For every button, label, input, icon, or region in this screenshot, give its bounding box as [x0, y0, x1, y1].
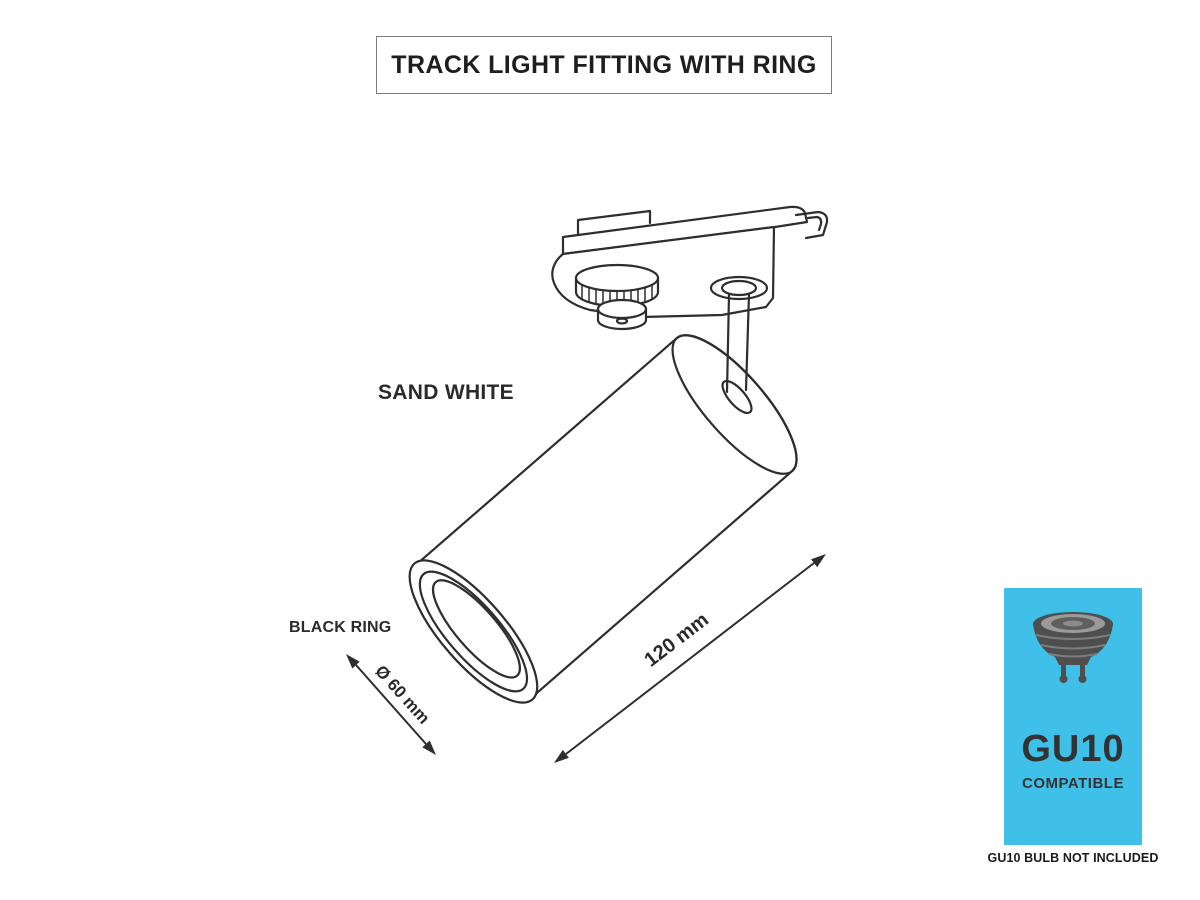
- stem: [725, 292, 751, 394]
- adapter-contact-tab: [576, 209, 652, 236]
- bulb-not-included-note: GU10 BULB NOT INCLUDED: [987, 851, 1159, 865]
- front-ring-outline: [408, 559, 539, 704]
- spotlight-cylinder: [408, 334, 798, 704]
- badge-model-text: GU10: [1021, 728, 1125, 770]
- gu10-bulb-icon: [1033, 612, 1113, 683]
- stem-collar: [709, 275, 769, 301]
- page-title: TRACK LIGHT FITTING WITH RING: [391, 50, 817, 79]
- diameter-dimension-arrow: [346, 654, 436, 755]
- badge-compatible-text: COMPATIBLE: [1022, 775, 1124, 792]
- track-adapter: [551, 205, 829, 331]
- gu10-badge: GU10 COMPATIBLE: [1004, 588, 1142, 845]
- black-ring-label: BLACK RING: [289, 619, 392, 636]
- length-dimension-arrow: [554, 554, 826, 763]
- stem-joint: [721, 379, 753, 415]
- adapter-plate: [561, 205, 809, 256]
- adapter-clip: [794, 210, 829, 240]
- finish-label: SAND WHITE: [378, 381, 514, 404]
- title-box: TRACK LIGHT FITTING WITH RING: [376, 36, 832, 94]
